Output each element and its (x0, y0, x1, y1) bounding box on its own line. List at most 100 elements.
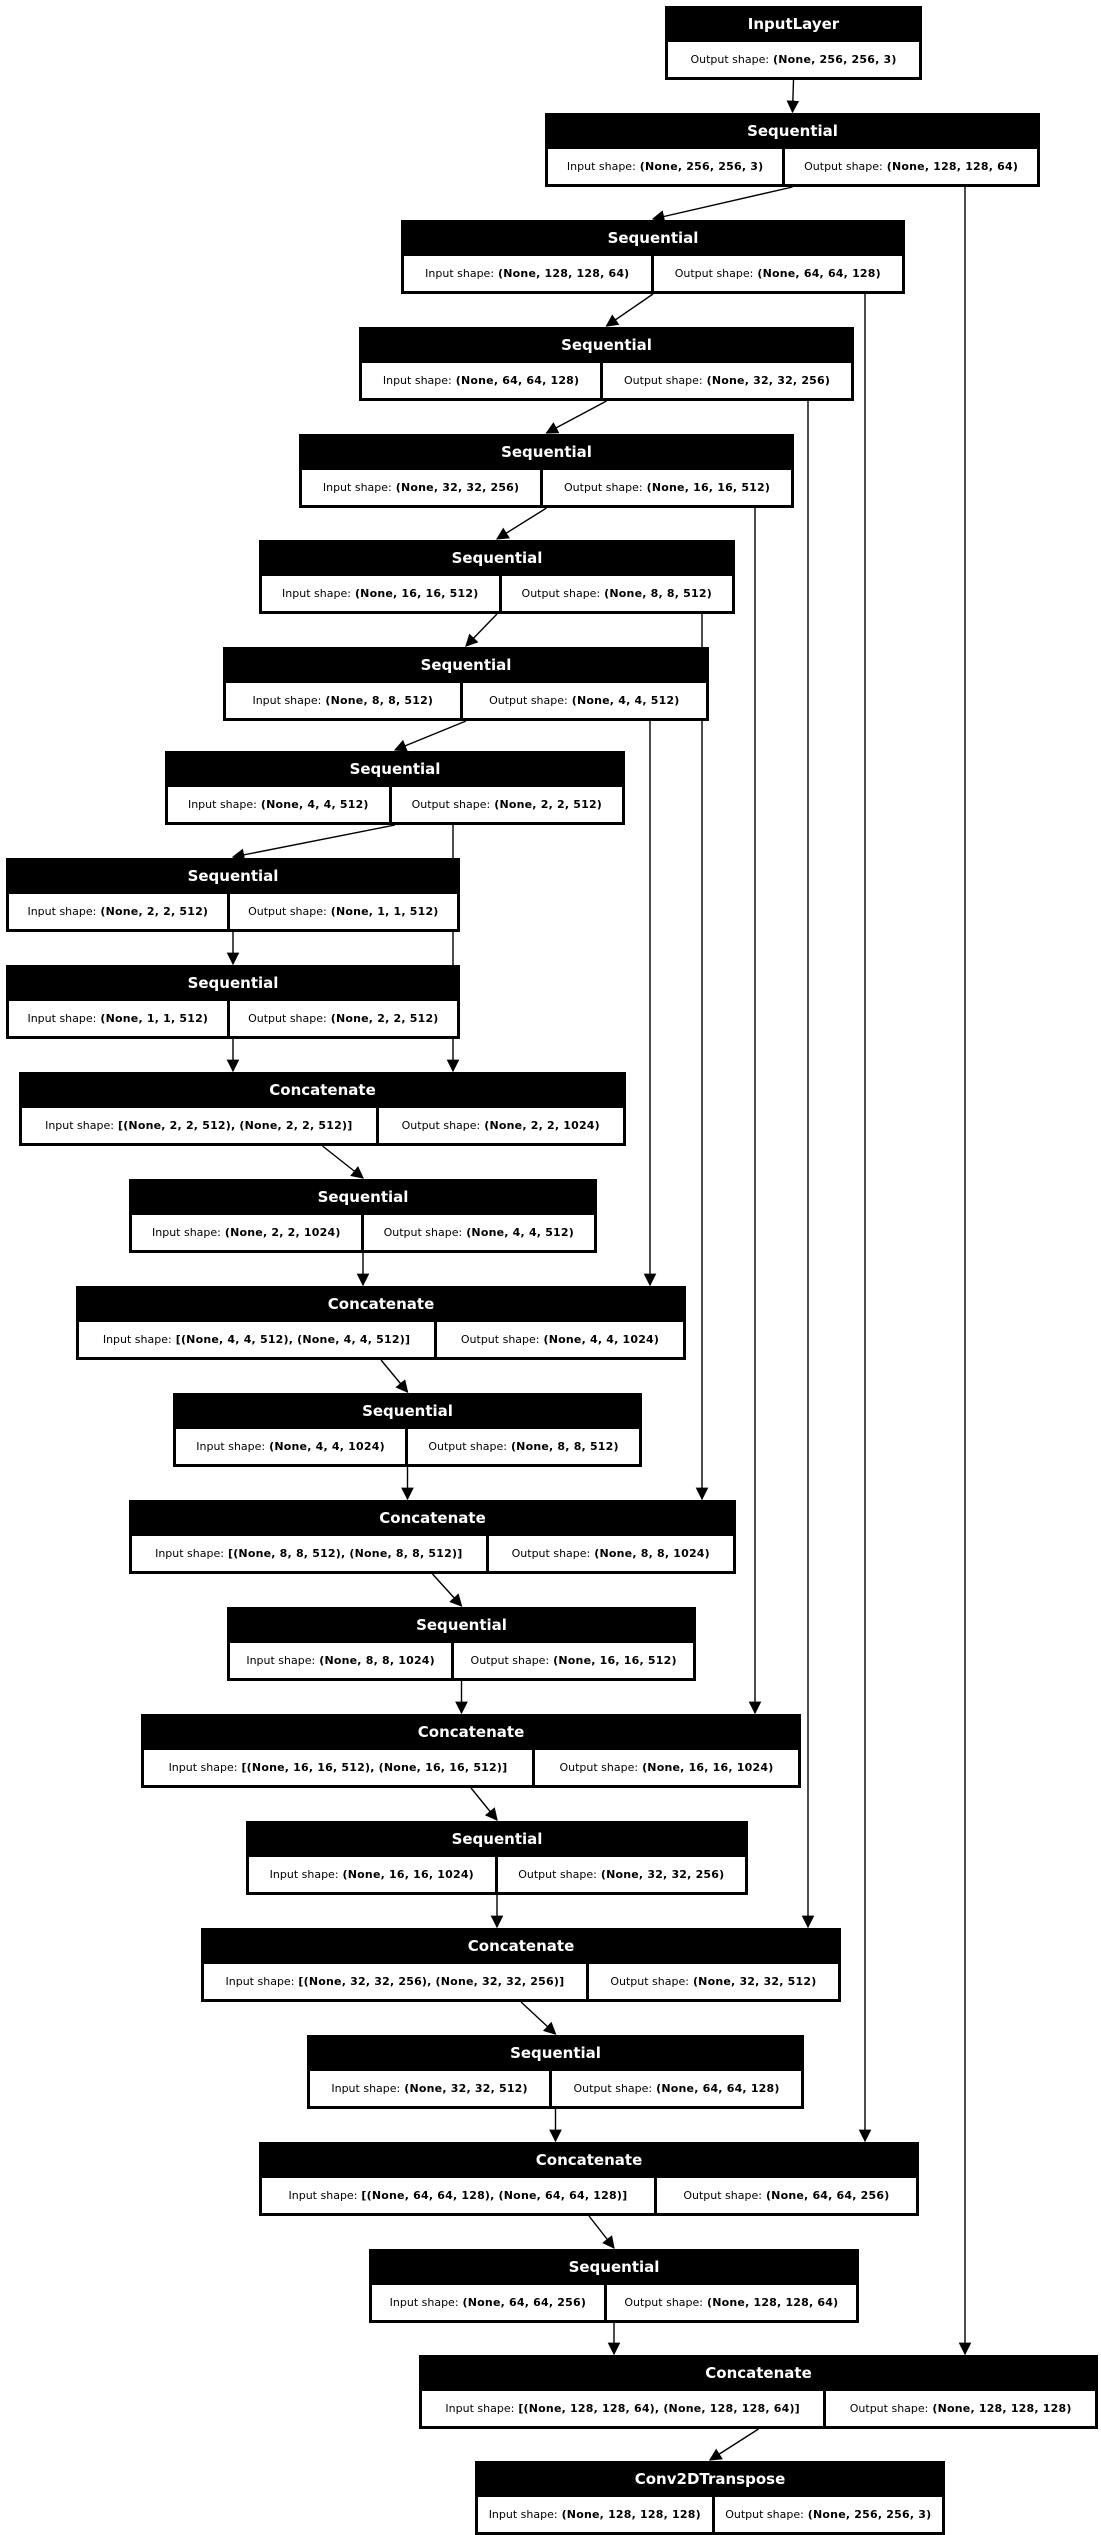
output-shape-prefix: Output shape: (610, 1975, 689, 1988)
shape-cells-row: Input shape:(None, 4, 4, 1024)Output sha… (173, 1429, 642, 1467)
input-shape-value: (None, 8, 8, 1024) (319, 1654, 435, 1667)
output-shape-value: (None, 32, 32, 256) (706, 374, 831, 387)
output-shape-cell: Output shape:(None, 1, 1, 512) (229, 894, 457, 929)
input-shape-value: (None, 16, 16, 512) (354, 587, 479, 600)
input-shape-prefix: Input shape: (566, 160, 636, 173)
output-shape-cell: Output shape:(None, 32, 32, 256) (603, 363, 851, 398)
input-shape-prefix: Input shape: (27, 905, 97, 918)
shape-cells-row: Input shape:[(None, 128, 128, 64), (None… (419, 2391, 1098, 2429)
input-shape-cell: Input shape:[(None, 4, 4, 512), (None, 4… (79, 1322, 435, 1357)
edge-cat5-dec6 (520, 2001, 557, 2035)
input-shape-prefix: Input shape: (425, 267, 495, 280)
layer-type-label: Concatenate (417, 1723, 525, 1741)
output-shape-prefix: Output shape: (411, 798, 491, 811)
layer-type-label: Sequential (501, 443, 592, 461)
output-shape-value: (None, 32, 32, 256) (600, 1868, 725, 1881)
output-shape-cell: Output shape:(None, 32, 32, 256) (497, 1857, 746, 1892)
shape-cells-row: Input shape:(None, 128, 128, 64) Output s… (401, 256, 905, 294)
output-shape-value: (None, 4, 4, 512) (571, 694, 680, 707)
input-shape-value: [(None, 8, 8, 512), (None, 8, 8, 512)] (227, 1547, 463, 1560)
edge-input-enc1 (786, 79, 800, 114)
output-shape-cell: Output shape:(None, 4, 4, 1024) (437, 1322, 683, 1357)
input-shape-value: [(None, 64, 64, 128), (None, 64, 64, 128… (361, 2189, 628, 2202)
edge-enc2-enc3 (605, 293, 654, 327)
input-shape-value: (None, 128, 128, 64) (498, 267, 630, 280)
output-shape-prefix: Output shape: (428, 1440, 507, 1453)
input-shape-prefix: Input shape: (155, 1547, 224, 1560)
output-shape-value: (None, 64, 64, 128) (656, 2082, 780, 2095)
layer-type-label: Concatenate (535, 2151, 643, 2169)
input-shape-value: (None, 128, 128, 128) (561, 2508, 701, 2521)
output-shape-value: (None, 256, 256, 3) (773, 53, 897, 66)
input-shape-value: (None, 4, 4, 1024) (269, 1440, 385, 1453)
output-shape-prefix: Output shape: (559, 1761, 639, 1774)
shape-cells-row: Input shape:[(None, 8, 8, 512), (None, 8… (129, 1536, 736, 1574)
output-shape-value: (None, 1, 1, 512) (330, 905, 439, 918)
input-shape-cell: Input shape:[(None, 64, 64, 128), (None,… (262, 2178, 654, 2213)
edge-cat7-out (708, 2428, 759, 2461)
input-shape-cell: Input shape:(None, 32, 32, 512) (310, 2071, 550, 2106)
output-shape-cell: Output shape:(None, 16, 16, 512) (454, 1643, 693, 1678)
output-shape-value: (None, 2, 2, 1024) (484, 1119, 600, 1132)
input-shape-cell: Input shape:[(None, 2, 2, 512), (None, 2… (22, 1108, 376, 1143)
output-shape-cell: Output shape:(None, 64, 64, 128) (552, 2071, 801, 2106)
shape-cells-row: Input shape:(None, 2, 2, 1024)Output sha… (129, 1215, 597, 1253)
layer-type-label: Conv2DTranspose (634, 2470, 786, 2488)
output-shape-prefix: Output shape: (401, 1119, 481, 1132)
output-shape-cell: Output shape:(None, 128, 128, 128) (826, 2391, 1095, 2426)
layer-type-label: Sequential (607, 229, 699, 247)
input-shape-cell: Input shape:[(None, 128, 128, 64), (None… (422, 2391, 824, 2426)
output-shape-cell: Output shape:(None, 2, 2, 512) (391, 787, 622, 822)
shape-cells-row: Input shape:[(None, 32, 32, 256), (None,… (201, 1964, 841, 2002)
output-shape-prefix: Output shape: (725, 2508, 804, 2521)
input-shape-value: (None, 8, 8, 512) (325, 694, 434, 707)
output-shape-prefix: Output shape: (470, 1654, 550, 1667)
input-shape-value: [(None, 16, 16, 512), (None, 16, 16, 512… (241, 1761, 508, 1774)
output-shape-prefix: Output shape: (849, 2402, 929, 2415)
shape-cells-row: Input shape:(None, 8, 8, 512)Output shap… (223, 683, 709, 721)
output-shape-cell: Output shape:(None, 16, 16, 1024) (534, 1750, 799, 1785)
output-shape-cell: Output shape:(None, 128, 128, 64) (785, 149, 1038, 184)
shape-cells-row: Output shape:(None, 256, 256, 3) (665, 42, 922, 80)
input-shape-prefix: Input shape: (152, 1226, 221, 1239)
shape-cells-row: Input shape:(None, 1, 1, 512)Output shap… (6, 1001, 460, 1039)
output-shape-value: (None, 8, 8, 512) (510, 1440, 619, 1453)
input-shape-cell: Input shape:(None, 64, 64, 128) (362, 363, 601, 398)
input-shape-cell: Input shape:(None, 64, 64, 256) (372, 2285, 604, 2320)
input-shape-cell: Input shape:[(None, 32, 32, 256), (None,… (204, 1964, 586, 1999)
input-shape-value: [(None, 128, 128, 64), (None, 128, 128, … (518, 2402, 800, 2415)
output-shape-value: (None, 4, 4, 512) (466, 1226, 574, 1239)
layer-type-label: InputLayer (747, 15, 840, 33)
input-shape-prefix: Input shape: (168, 1761, 238, 1774)
output-shape-cell: Output shape:(None, 2, 2, 512) (229, 1001, 457, 1036)
output-shape-value: (None, 8, 8, 512) (604, 587, 712, 600)
input-shape-prefix: Input shape: (102, 1333, 172, 1346)
input-shape-cell: Input shape:(None, 16, 16, 1024) (249, 1857, 495, 1892)
output-shape-prefix: Output shape: (674, 267, 754, 280)
input-shape-value: (None, 16, 16, 1024) (342, 1868, 474, 1881)
input-shape-value: (None, 32, 32, 512) (404, 2082, 528, 2095)
shape-cells-row: Input shape:(None, 16, 16, 512)Output sh… (259, 576, 735, 614)
output-shape-prefix: Output shape: (804, 160, 883, 173)
output-shape-prefix: Output shape: (511, 1547, 591, 1560)
output-shape-prefix: Output shape: (690, 53, 770, 66)
input-shape-cell: Input shape:(None, 8, 8, 512) (226, 683, 460, 718)
input-shape-prefix: Input shape: (282, 587, 351, 600)
output-shape-prefix: Output shape: (248, 905, 327, 918)
layer-type-label: Sequential (568, 2258, 660, 2276)
output-shape-value: (None, 64, 64, 128) (757, 267, 881, 280)
input-shape-value: (None, 64, 64, 128) (455, 374, 580, 387)
